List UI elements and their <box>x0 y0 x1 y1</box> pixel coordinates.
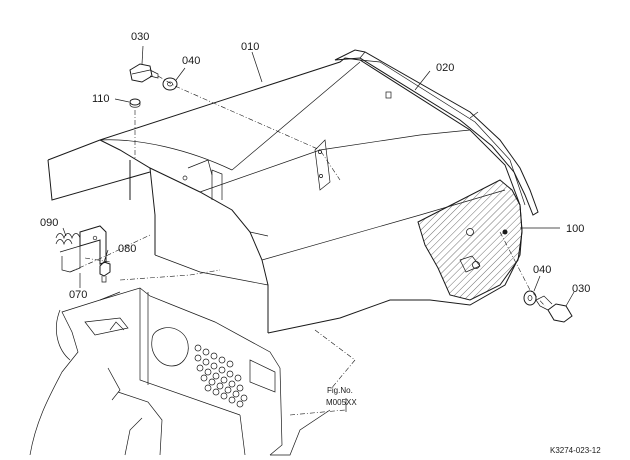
part-label-040-right: 040 <box>533 264 551 276</box>
part-label-030-right: 030 <box>572 283 590 295</box>
part-label-090: 090 <box>40 217 58 229</box>
part-label-010: 010 <box>241 41 259 53</box>
figure-ref-line1: Fig.No. <box>327 386 353 395</box>
bolt-030-top <box>129 63 159 83</box>
washer-040-right <box>523 290 537 306</box>
part-label-040-top: 040 <box>182 55 200 67</box>
part-label-080: 080 <box>118 243 136 255</box>
bracket-070 <box>59 225 107 273</box>
drawing-code: K3274-023-12 <box>550 446 601 455</box>
chassis-frame <box>29 287 331 456</box>
part-label-020: 020 <box>436 62 454 74</box>
spring-090 <box>55 233 81 246</box>
plug-110 <box>129 98 141 108</box>
figure-ref-line2: M005XX <box>326 398 357 407</box>
bolt-080 <box>99 261 111 283</box>
part-label-110: 110 <box>92 93 110 105</box>
bolt-030-right <box>535 295 573 323</box>
part-label-100: 100 <box>566 223 584 235</box>
part-label-030-top: 030 <box>131 31 149 43</box>
frame-grille <box>194 344 248 408</box>
leader-lines <box>62 45 575 412</box>
part-label-070: 070 <box>69 289 87 301</box>
washer-040-top <box>162 77 178 91</box>
assembly-lines <box>69 75 546 416</box>
hatched-panel-100 <box>417 179 523 301</box>
trim-strip-020 <box>334 49 539 216</box>
